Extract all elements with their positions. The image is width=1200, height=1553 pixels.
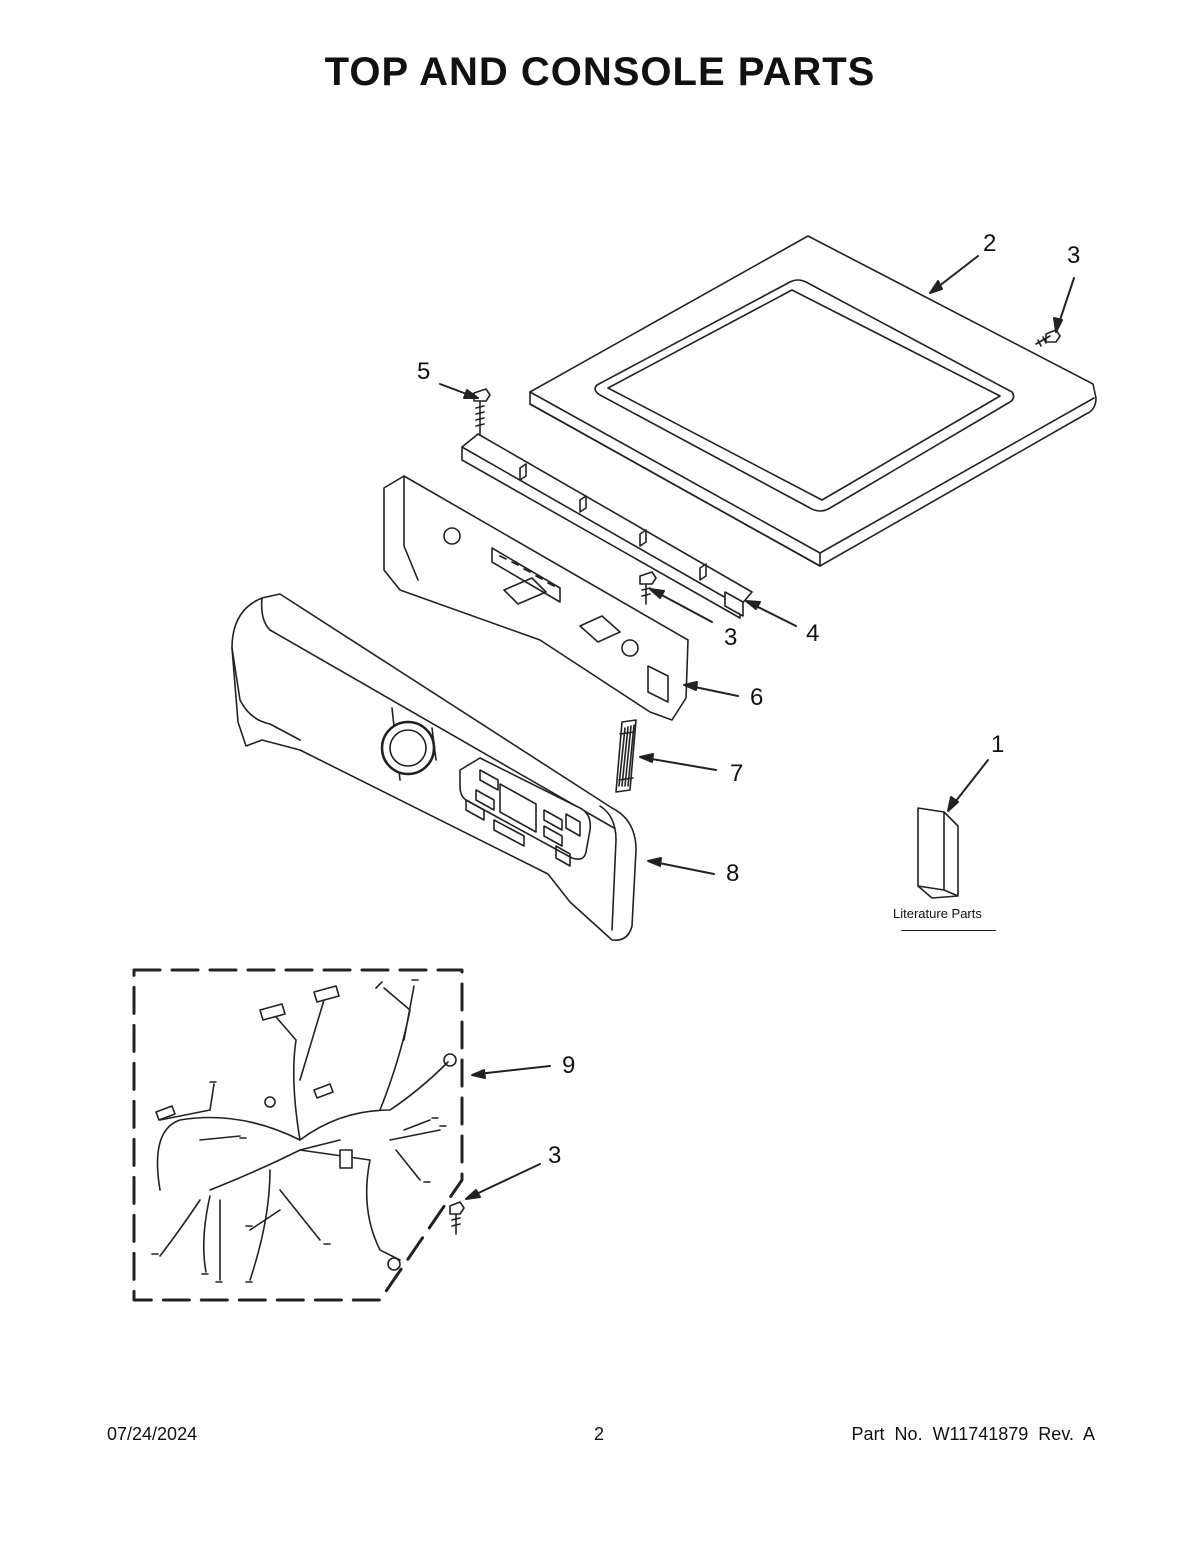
callout-1: 1	[991, 731, 1005, 758]
wire-harness	[132, 968, 464, 1302]
callout-9: 9	[562, 1052, 576, 1079]
callout-3-top: 3	[1067, 242, 1081, 269]
callout-2: 2	[983, 230, 997, 257]
callout-8: 8	[726, 860, 740, 887]
callout-6: 6	[750, 684, 764, 711]
footer-page-number: 2	[594, 1424, 605, 1444]
leader-arrows	[439, 255, 1075, 1200]
screw-part-3-bottom	[449, 1201, 465, 1235]
literature-parts-label: Literature Parts	[893, 906, 982, 921]
literature-underline	[901, 930, 996, 931]
console-frame	[383, 475, 689, 721]
console-panel	[231, 593, 637, 942]
page-title: TOP AND CONSOLE PARTS	[324, 50, 876, 94]
callout-5: 5	[417, 358, 431, 385]
top-panel	[529, 235, 1097, 567]
ribbon-cable	[615, 719, 637, 793]
console-bracket	[461, 433, 753, 619]
literature-booklet	[917, 807, 959, 899]
callout-4: 4	[806, 620, 820, 647]
screw-part-3-frame	[639, 571, 657, 605]
screw-part-3-top	[1035, 329, 1061, 347]
callout-3-bottom: 3	[548, 1142, 562, 1169]
callout-3-frame: 3	[724, 624, 738, 651]
callout-7: 7	[730, 760, 744, 787]
footer-date: 07/24/2024	[107, 1424, 198, 1444]
footer-part-number: Part No. W11741879 Rev. A	[851, 1424, 1095, 1444]
